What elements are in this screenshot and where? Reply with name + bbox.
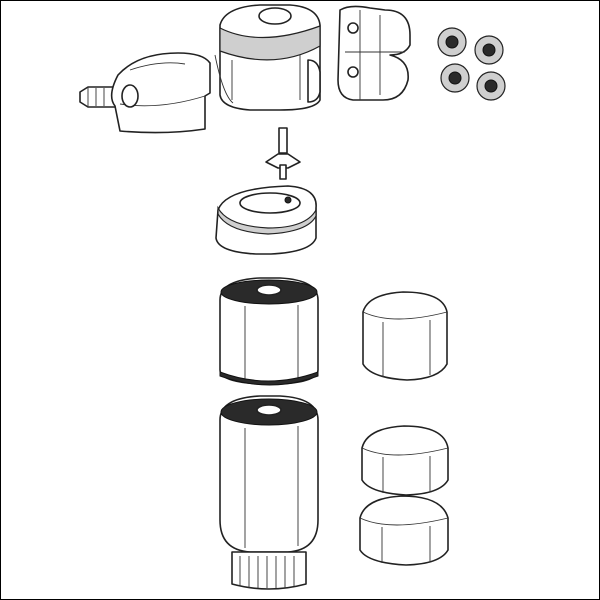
hose-barb: [79, 86, 117, 108]
nozzle-outlet: [121, 84, 139, 108]
sponge-middle: [361, 425, 449, 496]
sponge-upper: [362, 291, 448, 381]
lower-filter-cartridge: [219, 395, 319, 590]
bracket-hole: [347, 22, 359, 34]
motor-knob: [258, 7, 292, 25]
upper-filter-cartridge: [219, 277, 319, 386]
cartridge-port: [256, 284, 282, 296]
barb-ribs: [87, 87, 105, 107]
cartridge-seams: [244, 426, 299, 548]
impeller: [265, 127, 301, 180]
outlet-nozzle: [79, 52, 211, 134]
motor-edges: [214, 54, 301, 104]
suction-cup: [440, 63, 470, 93]
sponge-body: [362, 291, 448, 381]
grille-slots: [239, 556, 295, 588]
cover-top: [239, 192, 301, 214]
bracket-hole: [347, 66, 359, 78]
motor-head: [214, 4, 321, 111]
bracket-edges: [345, 10, 405, 100]
sponge-edges: [359, 517, 449, 563]
cartridge-body: [219, 395, 319, 553]
motor-band: [219, 25, 321, 61]
cartridge-seams: [244, 305, 299, 381]
sponge-body: [359, 495, 449, 566]
mounting-bracket: [337, 5, 411, 101]
cartridge-port: [256, 404, 282, 416]
bracket-body: [337, 5, 411, 101]
sponge-edges: [361, 447, 449, 493]
cartridge-rim: [219, 371, 319, 386]
suction-cups: [437, 27, 506, 101]
impeller-cover: [215, 185, 317, 255]
suction-cup: [476, 71, 506, 101]
sponge-edges: [362, 311, 448, 377]
intake-grille: [231, 551, 307, 590]
impeller-shaft: [278, 127, 288, 154]
nozzle-housing: [110, 52, 211, 134]
impeller-blades: [265, 153, 301, 169]
motor-clip: [307, 59, 321, 103]
cover-hole: [284, 196, 292, 204]
suction-cup: [437, 27, 467, 57]
suction-cup: [474, 35, 504, 65]
sponge-lower: [359, 495, 449, 566]
cover-band: [217, 205, 317, 235]
sponge-body: [361, 425, 449, 496]
impeller-pin: [279, 164, 287, 180]
